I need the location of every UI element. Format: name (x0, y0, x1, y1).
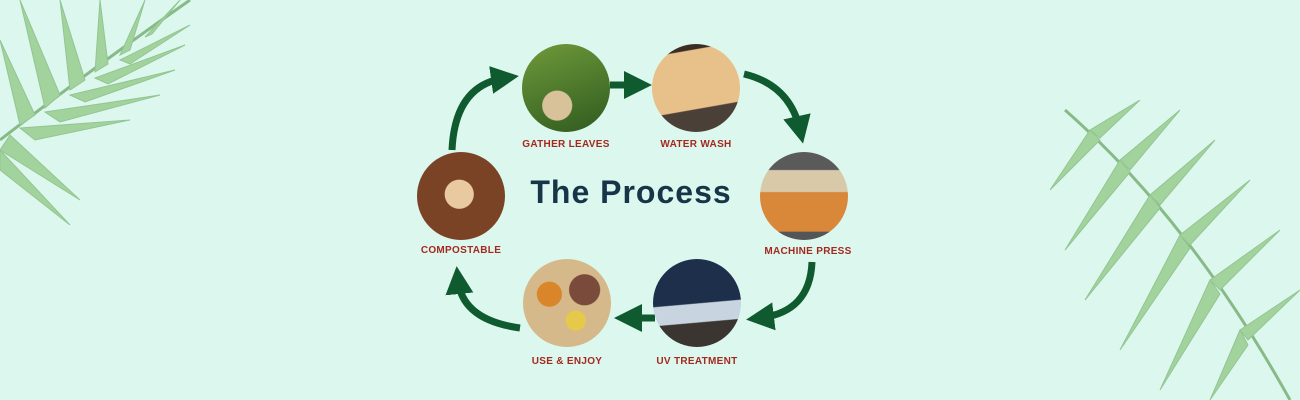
uv-treatment-image (653, 259, 741, 347)
step-label-compostable: COMPOSTABLE (420, 245, 502, 256)
step-label-water-wash: WATER WASH (660, 139, 732, 150)
step-label-gather-leaves: GATHER LEAVES (522, 139, 610, 150)
step-label-uv-treatment: UV TREATMENT (656, 356, 738, 367)
page-title: The Process (530, 174, 732, 210)
gather-leaves-image (522, 44, 610, 132)
palm-leaf-left-icon (0, 0, 191, 226)
use-and-enjoy-image (523, 259, 611, 347)
arrow-press-to-uv (746, 261, 816, 331)
water-wash-image (652, 44, 740, 132)
step-label-machine-press: MACHINE PRESS (764, 246, 852, 257)
compostable-image (417, 152, 505, 240)
arrow-use-to-compost (445, 266, 521, 332)
arrow-wash-to-press (743, 70, 811, 144)
machine-press-image (760, 152, 848, 240)
palm-leaf-right-icon (1050, 100, 1300, 400)
step-label-use-and-enjoy: USE & ENJOY (531, 356, 603, 367)
arrow-compost-to-gather (448, 66, 519, 151)
